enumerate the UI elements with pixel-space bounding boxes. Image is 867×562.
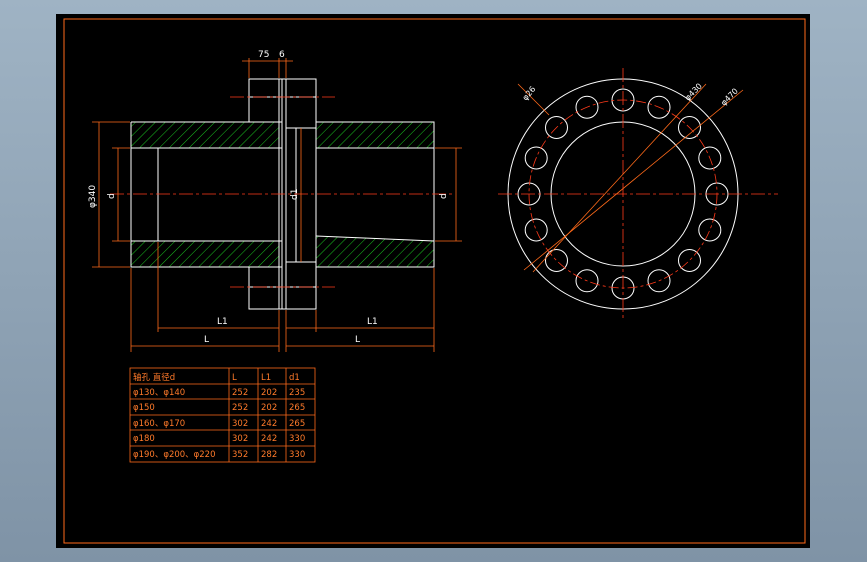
bolt-hole [698,218,722,242]
cell-d1: 265 [289,419,305,429]
cell-diameter: φ160、φ170 [133,419,185,429]
cell-L1: 202 [261,403,277,413]
bolt-hole [698,146,722,170]
cell-L: 352 [232,450,248,460]
cell-L1: 242 [261,419,277,429]
section-centerlines [110,96,455,288]
table-row: φ150 252 202 265 [133,403,305,413]
dim-6: 6 [279,50,285,60]
dim-75: 75 [258,50,269,60]
left-hub-hatch [131,122,279,267]
dim-L-left: L [204,335,209,345]
cell-diameter: φ180 [133,434,155,444]
end-view-leaders [517,83,744,273]
cell-L1: 282 [261,450,277,460]
dim-d-right: d [439,193,449,199]
dim-L-right: L [355,335,360,345]
dim-phi340: φ340 [88,185,98,208]
cell-L1: 242 [261,434,277,444]
dim-d1: d1 [290,189,300,200]
right-hub-hatch [316,122,434,267]
bolt-hole [575,269,599,293]
cell-d1: 330 [289,434,305,444]
bolt-hole [524,218,548,242]
drawing-sheet [56,14,810,548]
table-row: φ160、φ170 302 242 265 [133,419,305,429]
header-shaft-bore: 轴孔 直径d [133,372,175,383]
cell-diameter: φ190、φ200、φ220 [133,450,216,460]
bolt-hole [575,95,599,119]
table-header-row: 轴孔 直径d L L1 d1 [133,372,300,383]
bolt-hole [647,269,671,293]
table-row: φ130、φ140 252 202 235 [133,388,305,398]
cell-diameter: φ150 [133,403,155,413]
cell-L: 252 [232,403,248,413]
cell-d1: 235 [289,388,305,398]
section-view: 75 6 φ340 d d1 d L1 L L1 L [88,50,462,352]
table-row: φ180 302 242 330 [133,434,305,444]
cell-d1: 330 [289,450,305,460]
cell-L: 302 [232,419,248,429]
dim-L1-right: L1 [367,317,378,327]
dimension-table: 轴孔 直径d L L1 d1 φ130、φ140 252 202 235 φ15… [129,367,316,463]
bolt-hole [524,146,548,170]
header-L1: L1 [261,373,271,383]
cell-L: 302 [232,434,248,444]
bolt-hole [545,116,568,139]
bolt-holes [517,88,729,300]
header-d1: d1 [289,373,300,383]
bolt-hole [647,95,671,119]
dim-L1-left: L1 [217,317,228,327]
cell-L1: 202 [261,388,277,398]
header-L: L [232,373,237,383]
section-dimensions [92,58,462,352]
table-row: φ190、φ200、φ220 352 282 330 [133,450,305,460]
cell-d1: 265 [289,403,305,413]
drawing-border [63,18,806,544]
bolt-hole [678,249,701,272]
dim-d-left: d [107,193,117,199]
bolt-hole [678,116,701,139]
table-grid [129,367,316,463]
bolt-hole [545,249,568,272]
cell-L: 252 [232,388,248,398]
cell-diameter: φ130、φ140 [133,388,185,398]
end-view-centerlines [498,68,778,318]
